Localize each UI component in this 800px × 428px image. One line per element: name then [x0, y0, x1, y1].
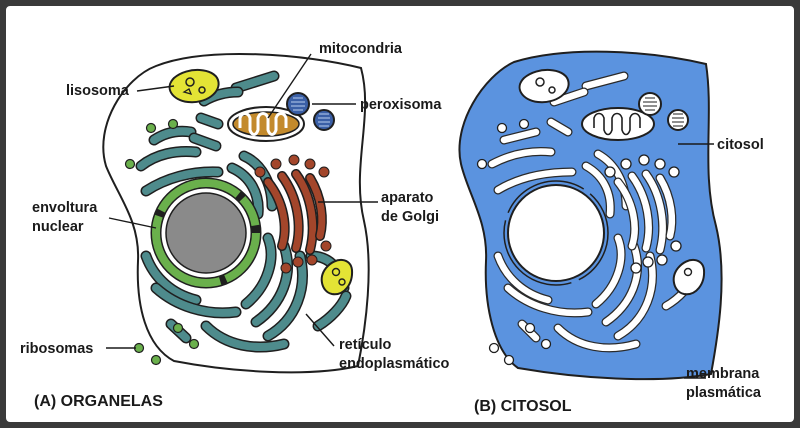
label-envoltura: envoltura	[32, 200, 98, 216]
label-lisosoma: lisosoma	[66, 83, 130, 99]
caption-a: (A) ORGANELAS	[34, 393, 163, 410]
panel-b-cytosol: citosol membrana plasmática (B) CITOSOL	[458, 50, 764, 415]
lysosome	[168, 69, 220, 104]
cell-diagram: mitocondria lisosoma peroxisoma envoltur…	[20, 41, 764, 415]
leader-lines-a	[106, 53, 378, 349]
caption-b: (B) CITOSOL	[474, 398, 572, 415]
label-citosol: citosol	[717, 137, 764, 153]
label-peroxisoma: peroxisoma	[360, 97, 442, 113]
label-endoplasmatico: endoplasmático	[339, 356, 450, 372]
vesicle-cavities	[476, 118, 682, 366]
label-de-golgi: de Golgi	[381, 209, 439, 225]
organelle-cavities-b	[487, 71, 699, 353]
label-nuclear: nuclear	[32, 219, 84, 235]
nucleus-cavity	[507, 184, 605, 282]
golgi-apparatus	[254, 154, 332, 274]
label-reticulo: retículo	[339, 337, 392, 353]
lysosome-cavity	[518, 69, 706, 296]
label-plasmatica: plasmática	[686, 385, 762, 401]
peroxisome-cavity	[638, 92, 689, 131]
panel-a-organelles: mitocondria lisosoma peroxisoma envoltur…	[20, 41, 450, 410]
leader-lines-b	[678, 143, 714, 379]
peroxisome	[286, 92, 335, 131]
mitochondrion-cavity	[581, 107, 655, 141]
label-ribosomas: ribosomas	[20, 341, 93, 357]
nucleus	[165, 192, 247, 274]
ribosomes	[124, 118, 200, 366]
label-mitocondria: mitocondria	[319, 41, 403, 57]
label-membrana: membrana	[686, 366, 760, 382]
label-aparato: aparato	[381, 190, 434, 206]
lysosome-2	[320, 259, 354, 296]
mitochondrion	[227, 106, 305, 142]
